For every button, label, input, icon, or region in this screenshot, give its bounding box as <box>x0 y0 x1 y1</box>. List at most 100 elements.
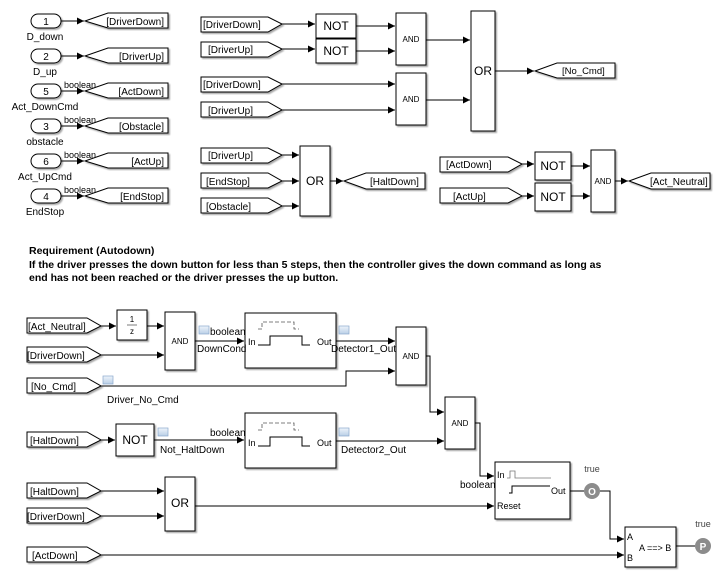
or-block-halt[interactable]: OR <box>299 145 331 217</box>
svg-text:Out: Out <box>551 486 566 496</box>
implies-block[interactable]: A B A ==> B <box>624 526 677 568</box>
svg-text:[Act_Neutral]: [Act_Neutral] <box>650 177 708 188</box>
svg-text:[DriverUp]: [DriverUp] <box>208 151 253 162</box>
inport-block[interactable]: 5 <box>30 83 62 99</box>
svg-text:P: P <box>700 542 707 553</box>
svg-text:B: B <box>627 553 633 563</box>
from-tag-endstop-halt[interactable]: [EndStop] <box>200 172 284 189</box>
from-tag-driverdown-v2[interactable]: [DriverDown] <box>26 507 103 524</box>
from-tag-driverup-2[interactable]: [DriverUp] <box>200 101 284 118</box>
svg-text:Out: Out <box>317 337 332 347</box>
from-tag-actdown-neutral[interactable]: [ActDown] <box>439 156 524 173</box>
signal-type-label: boolean <box>64 150 96 160</box>
svg-text:[ActDown]: [ActDown] <box>32 551 78 562</box>
and-block-not-inputs[interactable]: AND <box>395 12 427 66</box>
signal-log-icon[interactable] <box>338 325 350 335</box>
from-tag-actdown-v[interactable]: [ActDown] <box>26 546 103 563</box>
signal-log-icon[interactable] <box>102 375 114 385</box>
from-tag-driverup[interactable]: [DriverUp] <box>200 41 284 58</box>
signal-log-icon[interactable] <box>198 325 210 335</box>
extender-block[interactable]: In Reset Out <box>494 461 571 520</box>
no-cmd-logic: [DriverDown] [DriverUp] [DriverDown] [Dr… <box>200 10 616 132</box>
inport-block[interactable]: 3 <box>30 118 62 134</box>
inport-block[interactable]: 1 <box>30 13 62 29</box>
goto-tag[interactable]: [DriverDown] <box>83 12 169 29</box>
svg-text:z: z <box>130 327 134 336</box>
goto-tag[interactable]: [ActDown] <box>83 82 169 99</box>
not-block-driverdown[interactable]: NOT <box>315 13 357 39</box>
not-block-haltdown[interactable]: NOT <box>115 423 155 457</box>
requirement-annotation: Requirement (Autodown) If the driver pre… <box>29 245 709 286</box>
signal-log-icon[interactable] <box>157 427 169 437</box>
and-block-direct-inputs[interactable]: AND <box>395 72 427 126</box>
inport-row: 3 obstacle boolean [Obstacle] <box>26 115 169 148</box>
svg-text:4: 4 <box>43 192 49 203</box>
svg-text:[DriverDown]: [DriverDown] <box>106 17 164 28</box>
svg-text:AND: AND <box>452 419 469 428</box>
svg-text:[HaltDown]: [HaltDown] <box>30 436 79 447</box>
inport-row: 4 EndStop boolean [EndStop] <box>26 185 169 218</box>
from-tag-driverdown[interactable]: [DriverDown] <box>200 16 284 33</box>
inport-block[interactable]: 4 <box>30 188 62 204</box>
goto-tag-no-cmd[interactable]: [No_Cmd] <box>533 62 616 79</box>
svg-text:6: 6 <box>43 157 49 168</box>
svg-text:[DriverDown]: [DriverDown] <box>203 80 261 91</box>
from-tag-driverdown-2[interactable]: [DriverDown] <box>200 76 284 93</box>
svg-text:OR: OR <box>171 496 189 510</box>
svg-text:AND: AND <box>595 177 612 186</box>
test-objective[interactable]: O true <box>584 464 600 499</box>
detector2-block[interactable]: In Out <box>244 412 337 469</box>
inport-block[interactable]: 2 <box>30 48 62 64</box>
goto-tag[interactable]: [Obstacle] <box>83 117 169 134</box>
inport-block[interactable]: 6 <box>30 153 62 169</box>
svg-text:A: A <box>627 532 633 542</box>
signal-log-icon[interactable] <box>338 427 350 437</box>
not-block-actdown[interactable]: NOT <box>534 151 572 181</box>
proof-objective[interactable]: P true <box>695 519 711 554</box>
signal-label-detector1-out: Detector1_Out <box>331 344 396 355</box>
svg-text:2: 2 <box>43 52 49 63</box>
halt-logic: [DriverUp] [EndStop] [Obstacle] OR [Halt… <box>200 145 426 217</box>
svg-text:AND: AND <box>403 35 420 44</box>
and-block-neutral[interactable]: AND <box>590 149 616 213</box>
not-block-actup[interactable]: NOT <box>534 182 572 212</box>
goto-tag[interactable]: [DriverUp] <box>83 47 169 64</box>
unit-delay-block[interactable]: 1 z <box>116 309 148 341</box>
goto-tag[interactable]: [ActUp] <box>83 152 169 169</box>
svg-text:A ==> B: A ==> B <box>639 543 671 553</box>
inport-name: obstacle <box>26 137 64 148</box>
signal-type-label: boolean <box>210 428 246 439</box>
goto-tag[interactable]: [EndStop] <box>83 187 169 204</box>
from-tag-no-cmd-v[interactable]: [No_Cmd] <box>26 377 103 394</box>
svg-text:[Obstacle]: [Obstacle] <box>119 122 164 133</box>
goto-tag-act-neutral[interactable]: [Act_Neutral] <box>627 172 711 190</box>
svg-text:O: O <box>588 487 596 498</box>
and-block-down-cond[interactable]: AND <box>164 311 196 371</box>
svg-text:NOT: NOT <box>323 44 349 58</box>
svg-text:[No_Cmd]: [No_Cmd] <box>562 66 605 77</box>
and-block-final[interactable]: AND <box>444 396 476 450</box>
signal-type-label: boolean <box>210 327 246 338</box>
and-block-detector1[interactable]: AND <box>395 326 427 386</box>
goto-tag-halt-down[interactable]: [HaltDown] <box>342 172 426 190</box>
or-block-no-cmd[interactable]: OR <box>470 10 496 132</box>
svg-text:true: true <box>695 519 711 529</box>
from-tag-driverdown-v[interactable]: [DriverDown] <box>26 346 103 363</box>
svg-text:[ActDown]: [ActDown] <box>446 160 492 171</box>
svg-text:NOT: NOT <box>323 19 349 33</box>
signal-label-not-halt-down: Not_HaltDown <box>160 445 224 456</box>
svg-text:[No_Cmd]: [No_Cmd] <box>31 382 76 393</box>
from-tag-act-neutral[interactable]: [Act_Neutral] <box>26 317 103 334</box>
from-tag-obstacle-halt[interactable]: [Obstacle] <box>200 197 284 214</box>
from-tag-haltdown-v[interactable]: [HaltDown] <box>26 431 103 448</box>
from-tag-driverup-halt[interactable]: [DriverUp] <box>200 147 284 164</box>
svg-text:1: 1 <box>43 17 49 28</box>
from-tag-actup-neutral[interactable]: [ActUp] <box>439 187 524 204</box>
inport-row: 5 Act_DownCmd boolean [ActDown] <box>12 80 169 113</box>
from-tag-haltdown-v2[interactable]: [HaltDown] <box>26 482 103 499</box>
signal-label-down-cond: DownCond <box>197 344 246 355</box>
detector1-block[interactable]: In Out <box>244 312 337 369</box>
not-block-driverup[interactable]: NOT <box>315 38 357 64</box>
svg-text:NOT: NOT <box>122 433 148 447</box>
or-block-reset[interactable]: OR <box>164 476 196 532</box>
